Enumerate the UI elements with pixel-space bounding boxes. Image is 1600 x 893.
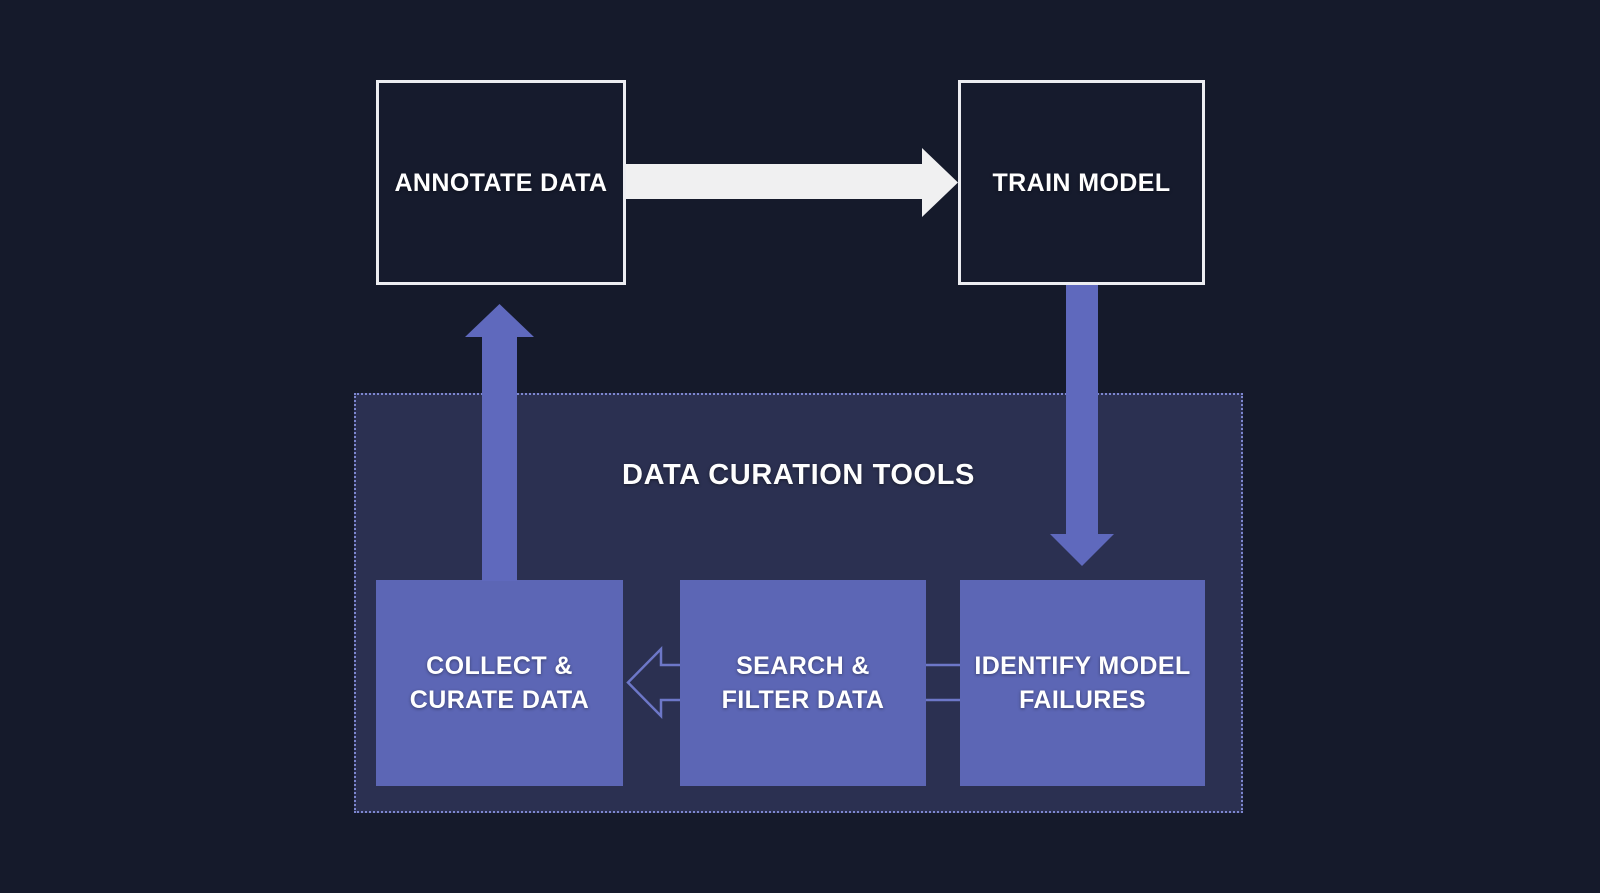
node-label: TRAIN MODEL — [992, 168, 1171, 197]
node-label: FAILURES — [1019, 686, 1146, 714]
node-label: SEARCH & — [736, 652, 870, 680]
node-annotate-data: ANNOTATE DATA — [376, 80, 626, 285]
container-title: DATA CURATION TOOLS — [622, 459, 975, 491]
node-label: COLLECT & — [426, 652, 573, 680]
node-label: IDENTIFY MODEL — [974, 652, 1191, 680]
node-train-model: TRAIN MODEL — [958, 80, 1205, 285]
arrow-annotate-to-train — [626, 148, 958, 217]
node-label: CURATE DATA — [409, 686, 590, 714]
node-identify-model-failures: IDENTIFY MODEL FAILURES — [960, 580, 1205, 786]
node-search-filter-data: SEARCH & FILTER DATA — [680, 580, 926, 786]
node-collect-curate-data: COLLECT & CURATE DATA — [376, 580, 623, 786]
node-label: FILTER DATA — [721, 686, 885, 714]
node-label: ANNOTATE DATA — [394, 168, 608, 197]
